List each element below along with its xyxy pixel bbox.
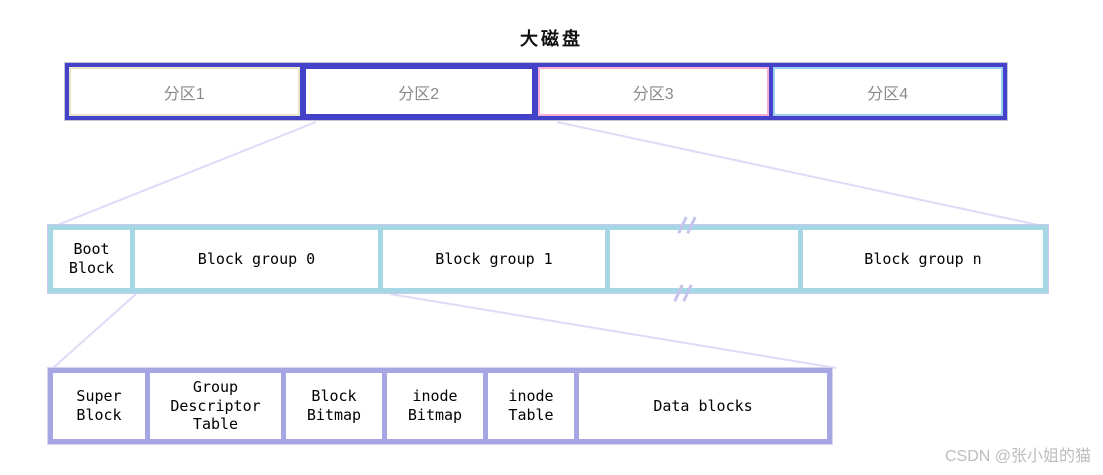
ellipsis-box [610,230,798,288]
partition-divider [534,67,538,116]
partition-row: 分区1 分区2 分区3 分区4 [65,63,1007,120]
partition-4-label: 分区4 [867,85,909,103]
super-block-label: Super Block [76,387,122,424]
partition-2-label: 分区2 [398,85,440,103]
super-block-box: Super Block [53,373,145,439]
partition-divider [768,67,773,116]
group-descriptor-table-box: Group Descriptor Table [150,373,281,439]
block-group-n-box: Block group n [803,230,1043,288]
partition-1-box: 分区1 [69,67,300,116]
block-bitmap-label: Block Bitmap [306,387,362,424]
partition-4-box: 分区4 [772,67,1003,116]
partition-1-label: 分区1 [163,85,205,103]
data-blocks-box: Data blocks [579,373,827,439]
inode-table-label: inode Table [508,387,554,424]
diagram-title: 大磁盘 [520,29,583,50]
group-descriptor-table-label: Group Descriptor Table [170,377,261,434]
block-group-1-label: Block group 1 [435,249,553,268]
inode-table-box: inode Table [488,373,574,439]
partition-divider [299,67,304,116]
block-group-detail-row: Super Block Group Descriptor Table Block… [48,368,832,444]
partition-3-box: 分区3 [538,67,769,116]
partition-2-box: 分区2 [303,67,534,116]
csdn-watermark: CSDN @张小姐的猫 [944,448,1091,465]
boot-block-label: Boot Block [68,240,115,277]
block-group-row: Boot Block Block group 0 Block group 1 B… [48,225,1048,293]
block-group-0-box: Block group 0 [135,230,378,288]
partition-3-label: 分区3 [632,85,674,103]
data-blocks-label: Data blocks [653,396,753,415]
boot-block-box: Boot Block [53,230,130,288]
block-group-n-label: Block group n [864,249,982,268]
inode-bitmap-box: inode Bitmap [387,373,483,439]
inode-bitmap-label: inode Bitmap [407,387,463,424]
block-group-0-label: Block group 0 [197,249,316,268]
block-bitmap-box: Block Bitmap [286,373,382,439]
block-group-1-box: Block group 1 [383,230,605,288]
